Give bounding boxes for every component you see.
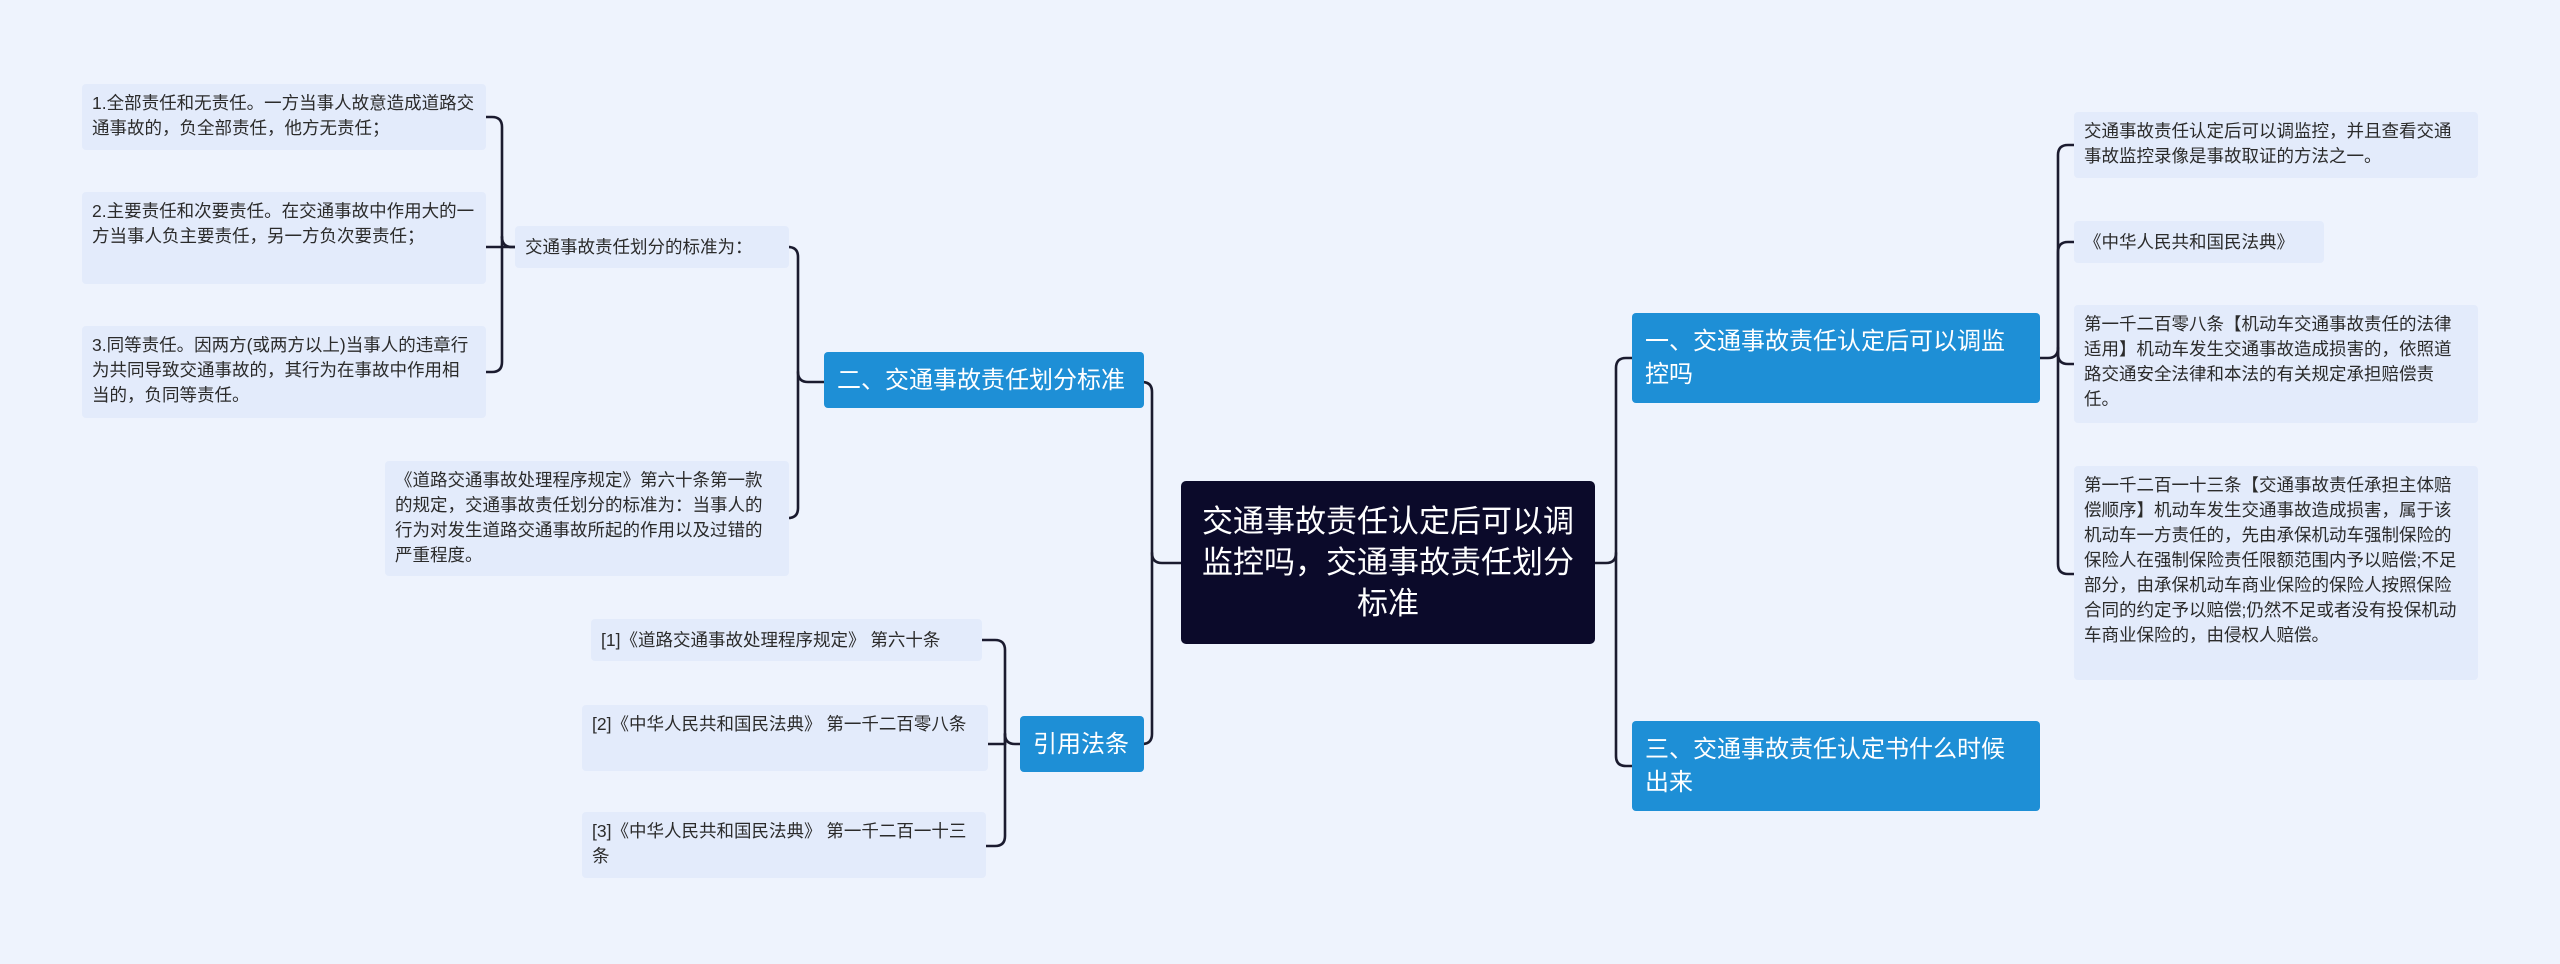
civil-code-article-1213[interactable]: 第一千二百一十三条【交通事故责任承担主体赔偿顺序】机动车发生交通事故造成损害，属… [2074, 466, 2478, 680]
root-topic[interactable]: 交通事故责任认定后可以调监控吗，交通事故责任划分标准 [1181, 481, 1595, 644]
link-standard-note [787, 370, 800, 520]
link-root-monitoring [1593, 356, 1634, 565]
monitoring-answer[interactable]: 交通事故责任认定后可以调监控，并且查看交通事故监控录像是事故取证的方法之一。 [2074, 112, 2478, 178]
branch-liability-standard-label: 二、交通事故责任划分标准 [837, 366, 1125, 394]
regulation-note[interactable]: 《道路交通事故处理程序规定》第六十条第一款的规定，交通事故责任划分的标准为：当事… [385, 461, 789, 576]
link-cit-item1 [980, 638, 1022, 746]
link-standard-sub [787, 245, 826, 384]
link-mon-item2 [2056, 240, 2076, 350]
link-cit-item3 [984, 732, 1007, 848]
branch-citations[interactable]: 引用法条 [1020, 716, 1144, 772]
link-sub-item1 [484, 115, 517, 249]
root-title: 交通事故责任认定后可以调监控吗，交通事故责任划分标准 [1202, 504, 1574, 621]
liability-item-full[interactable]: 1.全部责任和无责任。一方当事人故意造成道路交通事故的，负全部责任，他方无责任； [82, 84, 486, 150]
link-root-citations [1141, 551, 1154, 746]
branch-certificate-timing[interactable]: 三、交通事故责任认定书什么时候出来 [1632, 721, 2040, 811]
liability-item-primary[interactable]: 2.主要责任和次要责任。在交通事故中作用大的一方当事人负主要责任，另一方负次要责… [82, 192, 486, 284]
citation-item-1[interactable]: [1]《道路交通事故处理程序规定》 第六十条 [591, 619, 982, 661]
civil-code-title[interactable]: 《中华人民共和国民法典》 [2074, 221, 2324, 263]
citation-item-3[interactable]: [3]《中华人民共和国民法典》 第一千二百一十三条 [582, 812, 986, 878]
branch-citations-label: 引用法条 [1033, 730, 1129, 758]
branch-liability-standard[interactable]: 二、交通事故责任划分标准 [824, 352, 1144, 408]
link-mon-item3 [2056, 346, 2076, 366]
civil-code-article-1208[interactable]: 第一千二百零八条【机动车交通事故责任的法律适用】机动车发生交通事故造成损害的，依… [2074, 305, 2478, 423]
liability-standard-heading[interactable]: 交通事故责任划分的标准为： [515, 226, 789, 268]
branch-monitoring[interactable]: 一、交通事故责任认定后可以调监控吗 [1632, 313, 2040, 403]
branch-certificate-timing-label: 三、交通事故责任认定书什么时候出来 [1645, 736, 2005, 796]
liability-item-equal[interactable]: 3.同等责任。因两方(或两方以上)当事人的违章行为共同导致交通事故的，其行为在事… [82, 326, 486, 418]
link-mon-item4 [2056, 346, 2076, 576]
link-root-timing [1614, 551, 1634, 768]
branch-monitoring-label: 一、交通事故责任认定后可以调监控吗 [1645, 328, 2005, 388]
link-root-standard [1141, 380, 1183, 565]
citation-item-2[interactable]: [2]《中华人民共和国民法典》 第一千二百零八条 [582, 705, 988, 771]
link-sub-item3 [484, 235, 504, 374]
